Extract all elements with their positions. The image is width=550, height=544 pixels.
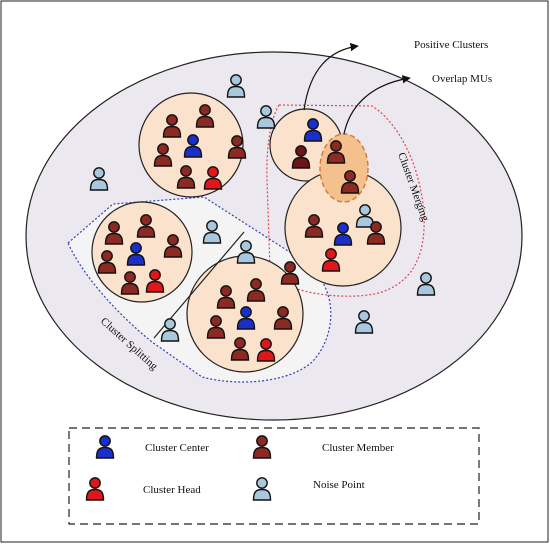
label-positive-clusters: Positive Clusters [414,39,488,51]
arrow-overlap-mus [343,75,411,135]
legend-label-noise: Noise Point [313,479,365,491]
legend-head-person-icon [85,477,105,501]
label-overlap-mus: Overlap MUs [432,73,492,85]
legend-center-person-icon [95,435,115,459]
arrow-positive-clusters [303,42,359,111]
legend-label-member: Cluster Member [322,442,394,454]
legend-label-center: Cluster Center [145,442,209,454]
legend-noise-person-icon [252,477,272,501]
legend-label-head: Cluster Head [143,484,201,496]
legend-box [68,427,480,525]
cluster-merging-region [266,104,425,297]
legend-member-person-icon [252,435,272,459]
